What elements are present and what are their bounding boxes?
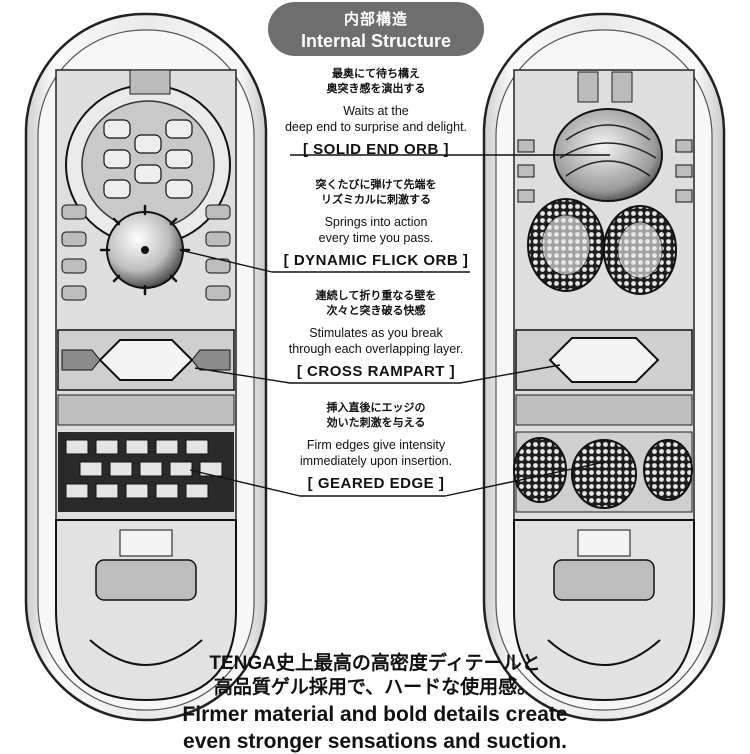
feature-dynamic-flick-orb: 突くたびに弾けて先端を リズミカルに刺激する Springs into acti…: [238, 178, 514, 269]
desc-line: リズミカルに刺激する: [321, 194, 431, 206]
desc-line: Stimulates as you break: [309, 326, 443, 340]
caption-jp-line-2: 高品質ゲル採用で、ハードな使用感。: [213, 677, 537, 698]
feature-desc-jp: 連続して折り重なる壁を 次々と突き破る快感: [238, 289, 514, 319]
caption-en-line-1: Firmer material and bold details create: [182, 703, 568, 726]
desc-line: 奥突き感を演出する: [326, 83, 426, 95]
desc-line: 連続して折り重なる壁を: [315, 290, 437, 302]
feature-name: [ GEARED EDGE ]: [307, 475, 445, 492]
leader-lines: [179, 154, 610, 497]
caption-jp-line-1: TENGA史上最高の高密度ディテールと: [209, 653, 541, 674]
left-cutaway: [24, 12, 268, 722]
feature-geared-edge: 挿入直後にエッジの 効いた刺激を与える Firm edges give inte…: [238, 401, 514, 492]
caption-en-line-2: even stronger sensations and suction.: [183, 730, 567, 753]
desc-line: 最奥にて待ち構え: [332, 68, 420, 80]
feature-desc-jp: 挿入直後にエッジの 効いた刺激を与える: [238, 401, 514, 431]
bottom-caption: TENGA史上最高の高密度ディテールと 高品質ゲル採用で、ハードな使用感。 Fi…: [0, 652, 750, 754]
feature-name: [ SOLID END ORB ]: [303, 141, 449, 158]
feature-desc-jp: 突くたびに弾けて先端を リズミカルに刺激する: [238, 178, 514, 208]
feature-desc-jp: 最奥にて待ち構え 奥突き感を演出する: [238, 67, 514, 97]
feature-desc-en: Firm edges give intensity immediately up…: [238, 437, 514, 469]
desc-line: 挿入直後にエッジの: [326, 402, 426, 414]
header-title-jp: 内部構造: [343, 11, 408, 28]
desc-line: 突くたびに弾けて先端を: [315, 179, 437, 191]
feature-cross-rampart: 連続して折り重なる壁を 次々と突き破る快感 Stimulates as you …: [238, 289, 514, 380]
feature-desc-en: Stimulates as you break through each ove…: [238, 325, 514, 357]
desc-line: Waits at the: [343, 104, 409, 118]
feature-desc-en: Waits at the deep end to surprise and de…: [238, 103, 514, 135]
desc-line: every time you pass.: [318, 231, 434, 245]
right-cutaway: [482, 12, 726, 722]
desc-line: immediately upon insertion.: [299, 454, 453, 468]
desc-line: through each overlapping layer.: [288, 342, 464, 356]
header-badge: 内部構造 Internal Structure: [268, 2, 484, 56]
header-title-en: Internal Structure: [300, 31, 452, 51]
feature-solid-end-orb: 最奥にて待ち構え 奥突き感を演出する Waits at the deep end…: [238, 67, 514, 158]
feature-desc-en: Springs into action every time you pass.: [238, 214, 514, 246]
desc-line: 効いた刺激を与える: [326, 417, 426, 429]
desc-line: Springs into action: [324, 215, 428, 229]
feature-name: [ CROSS RAMPART ]: [296, 363, 456, 380]
desc-line: 次々と突き破る快感: [326, 305, 426, 317]
desc-line: Firm edges give intensity: [306, 438, 446, 452]
feature-name: [ DYNAMIC FLICK ORB ]: [283, 252, 469, 269]
desc-line: deep end to surprise and delight.: [284, 120, 468, 134]
